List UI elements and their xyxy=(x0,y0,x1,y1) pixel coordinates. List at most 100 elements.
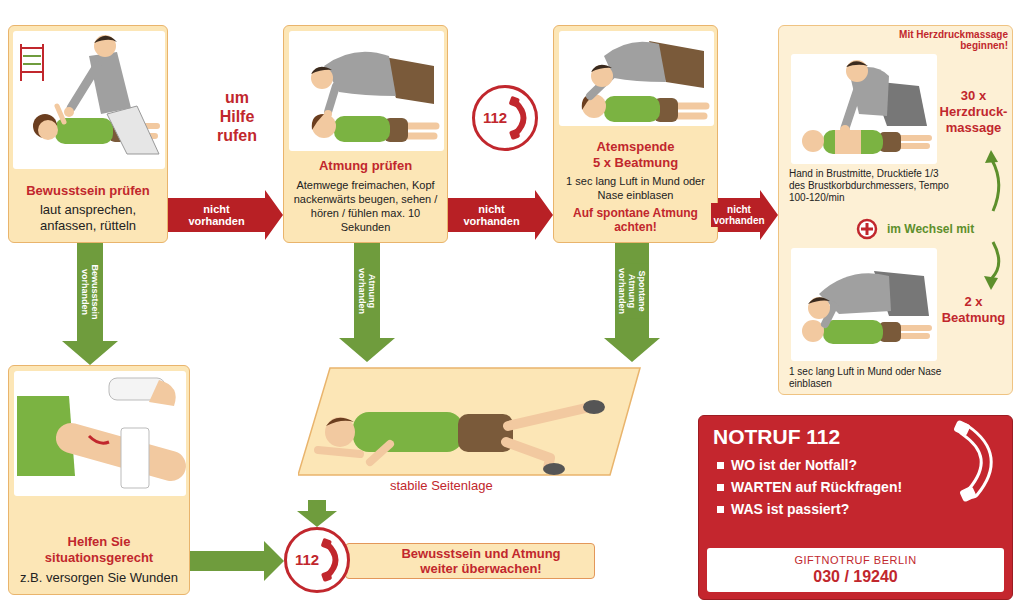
flow-arrow xyxy=(604,243,660,362)
picture-ground xyxy=(14,371,186,496)
child-figure xyxy=(312,114,436,142)
edge-label: nicht vorhanden xyxy=(711,203,767,227)
text-slot: im Wechsel mit xyxy=(887,222,987,236)
child-figure-part xyxy=(325,417,355,447)
phone-badge: 112 xyxy=(472,85,538,151)
box-text: Bewusstsein prüfen xyxy=(15,183,161,199)
box-text: WARTEN auf Rückfragen! xyxy=(715,476,998,498)
box-text: 030 / 19240 xyxy=(813,567,898,586)
picture-ground xyxy=(13,31,165,169)
helper-figure xyxy=(311,52,434,118)
box-text: 112 xyxy=(483,109,507,127)
child-figure-part xyxy=(543,463,565,475)
phone-symbol-part xyxy=(509,129,521,141)
helper-figure-part xyxy=(311,67,332,74)
mat xyxy=(298,368,640,475)
cycle-arrows-part xyxy=(984,276,998,290)
climbing-frame-part xyxy=(23,56,41,64)
box-text: 1 sec lang Luft in Mund oder Nase einbla… xyxy=(789,366,959,390)
breathing-figures-part xyxy=(808,297,830,304)
child-figure-part xyxy=(326,418,354,426)
text-slot: Mit Herzdruckmassage beginnen! xyxy=(886,29,1008,51)
box-text: Mit Herzdruckmassage beginnen! xyxy=(886,29,1008,51)
flow-arrow xyxy=(297,500,337,527)
helper-figure xyxy=(590,41,704,96)
picture-ground xyxy=(791,54,937,164)
compression-figures-part xyxy=(802,130,824,152)
compression-figures-part xyxy=(840,125,850,135)
edge-label: Bewusstsein vorhanden xyxy=(79,261,101,323)
flow-arrow xyxy=(168,190,283,240)
helper-figure-part xyxy=(71,66,97,108)
flow-arrow xyxy=(339,243,395,362)
box-text: 1 sec lang Luft in Mund oder Nase einbla… xyxy=(560,174,711,202)
edge-label: Spontane Atmung vorhanden xyxy=(616,263,648,318)
child-figure-part xyxy=(604,96,660,122)
child-figure-part xyxy=(38,120,58,140)
box-text: im Wechsel mit xyxy=(887,222,987,236)
breathing-figures xyxy=(802,271,929,344)
cycle-arrows-part xyxy=(992,242,999,278)
edge-label: nicht vorhanden xyxy=(461,202,523,228)
box-text: Atemwege freimachen, Kopf nackenwärts be… xyxy=(290,178,441,234)
recovery-position-panel: stabile Seitenlage xyxy=(298,362,643,500)
poison-hotline-band: GIFTNOTRUF BERLIN030 / 19240 xyxy=(707,548,1004,592)
plus-symbol-part xyxy=(858,220,876,238)
child-figure-part xyxy=(57,106,64,122)
breathing-figures-part xyxy=(823,320,883,344)
phone-symbol-part xyxy=(321,571,333,583)
box-text: NOTRUF 112 xyxy=(713,424,998,450)
child-figure-part xyxy=(353,412,463,452)
text-slot: 2 x Beatmung xyxy=(937,294,1010,326)
child-figure-part xyxy=(312,114,336,138)
flow-arrow xyxy=(190,541,284,581)
compression-figures xyxy=(802,60,929,154)
cycle-arrows-part xyxy=(992,160,999,211)
bandaged-arm xyxy=(17,378,176,488)
helper-figure-part xyxy=(94,35,116,57)
step-box: Atmung prüfenAtemwege freimachen, Kopf n… xyxy=(283,25,448,243)
helper-figure-part xyxy=(591,65,613,87)
child-figure xyxy=(318,400,605,475)
breathing-figures-part xyxy=(802,320,824,342)
box-text: 5 x Beatmung xyxy=(560,155,711,171)
helper-figure-part xyxy=(94,36,117,43)
box-text: stabile Seitenlage xyxy=(390,478,643,494)
box-text: 2 x Beatmung xyxy=(937,294,1010,326)
phone-symbol-part xyxy=(953,420,971,437)
step-box: Helfen Sie situationsgerecht z.B. versorg… xyxy=(8,365,190,595)
box-text: z.B. versorgen Sie Wunden xyxy=(19,570,179,586)
box-text: Atemspende xyxy=(560,139,711,155)
box-text: 112 xyxy=(295,551,319,569)
child-figure-part xyxy=(508,408,586,426)
cycle-arrows xyxy=(984,150,999,290)
box-text: Auf spontane Atmung achten! xyxy=(560,206,711,234)
child-figure-part xyxy=(312,114,324,130)
plus-symbol xyxy=(858,220,876,238)
child-figure-part xyxy=(370,444,390,462)
helper-figure-part xyxy=(591,65,612,72)
picture-ground xyxy=(559,31,714,126)
helper-figure-part xyxy=(324,110,332,118)
compression-figures-part xyxy=(845,86,859,128)
breathing-figures-part xyxy=(899,328,929,336)
flow-arrow xyxy=(62,243,118,365)
emergency-call-box: NOTRUF 112 WO ist der Notfall?WARTEN auf … xyxy=(698,415,1013,600)
child-figure-part xyxy=(506,442,550,468)
compression-figures-part xyxy=(846,60,868,82)
box-text: Helfen Sie situationsgerecht xyxy=(19,534,179,566)
label-slot: um Hilfe rufen xyxy=(211,88,263,145)
box-text: Hand in Brustmitte, Drucktiefe 1/3 des B… xyxy=(789,168,949,204)
box-text: WO ist der Notfall? xyxy=(715,454,998,476)
compression-figures-part xyxy=(823,130,883,154)
phone-badge: 112 xyxy=(284,527,350,593)
reminder-box: Bewusstsein und Atmung weiter überwachen… xyxy=(345,543,595,579)
breathing-figures-part xyxy=(808,297,830,319)
plus-symbol-part xyxy=(861,223,873,235)
bandaged-arm-part xyxy=(89,436,109,443)
climbing-frame-part xyxy=(21,44,43,81)
edge-label: Atmung vorhanden xyxy=(356,265,378,317)
bandaged-arm-part xyxy=(121,428,149,488)
cycle-arrows-part xyxy=(985,150,998,163)
phone-symbol-part xyxy=(509,96,521,108)
